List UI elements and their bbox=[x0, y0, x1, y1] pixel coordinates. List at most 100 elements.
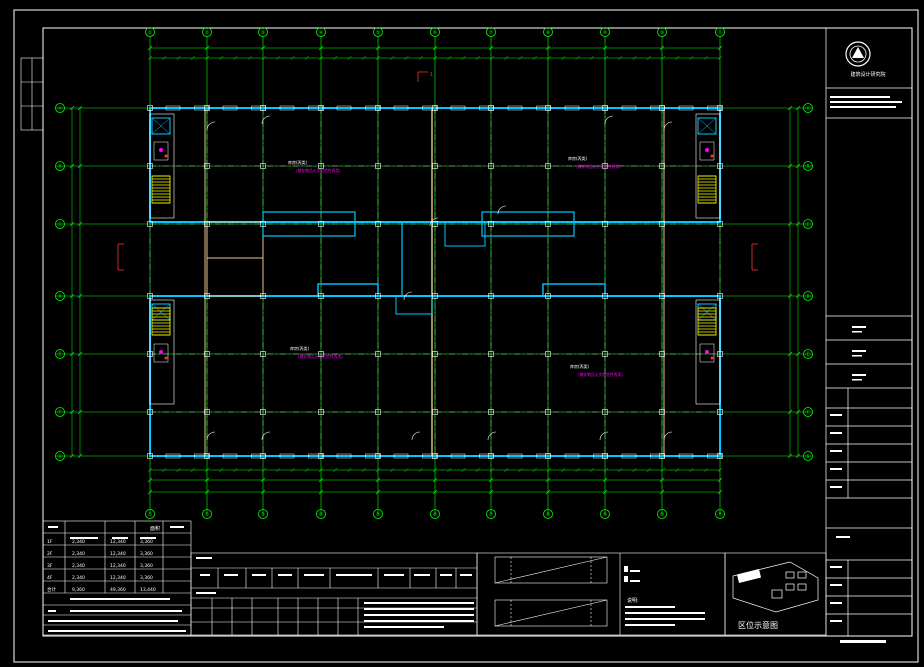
window bbox=[678, 105, 694, 111]
area-table-cell: 3F bbox=[47, 563, 53, 569]
axis-bubble bbox=[202, 27, 212, 37]
dimension-tick bbox=[504, 467, 509, 473]
structural-column bbox=[318, 453, 324, 459]
window bbox=[365, 453, 380, 459]
dimension-tick bbox=[418, 467, 423, 473]
window bbox=[536, 453, 551, 459]
area-table-cell: 2F bbox=[47, 551, 53, 557]
room-name: 库房(丙类) bbox=[570, 363, 590, 369]
section-legend-icons bbox=[624, 566, 628, 582]
window bbox=[678, 453, 694, 459]
window bbox=[393, 453, 409, 459]
window bbox=[251, 453, 266, 459]
dimension-tick bbox=[545, 45, 551, 51]
fire-hydrant-mark bbox=[710, 154, 714, 158]
dimension-tick bbox=[333, 55, 338, 61]
window bbox=[593, 105, 608, 111]
axis-bubble-label: ⑧ bbox=[546, 512, 551, 518]
structural-column bbox=[659, 293, 665, 299]
axis-bubble bbox=[373, 509, 383, 519]
dimension-tick bbox=[318, 489, 324, 495]
windows bbox=[165, 105, 722, 459]
dimension-tick bbox=[432, 489, 438, 495]
toilet-room bbox=[153, 141, 169, 161]
dimension-tick bbox=[787, 163, 793, 169]
dimension-tick bbox=[418, 55, 423, 61]
dimension-tick bbox=[787, 351, 793, 357]
axis-bubble-label: ③ bbox=[261, 30, 265, 36]
axis-bubble bbox=[55, 161, 65, 171]
window bbox=[336, 453, 352, 459]
axis-bubble bbox=[600, 509, 610, 519]
core-outline bbox=[695, 299, 721, 405]
axis-bubble-label: Ⓒ bbox=[57, 221, 62, 228]
dimension-tick bbox=[276, 467, 281, 473]
area-table-cell: 12,340 bbox=[110, 575, 126, 581]
axis-bubble bbox=[316, 27, 326, 37]
axis-bubble-label: ④ bbox=[319, 512, 324, 518]
area-table-cell: 2,340 bbox=[72, 539, 85, 545]
dimension-tick bbox=[204, 467, 210, 473]
axis-bubble bbox=[803, 291, 813, 301]
dimension-tick bbox=[603, 467, 609, 473]
stair-outline bbox=[697, 307, 717, 336]
structural-column bbox=[260, 221, 266, 227]
axis-bubble-label: ① bbox=[148, 512, 153, 518]
dimension-tick bbox=[162, 467, 167, 473]
window bbox=[707, 453, 722, 459]
structural-column bbox=[375, 163, 381, 169]
axis-bubble bbox=[316, 509, 326, 519]
toilet-fixture bbox=[705, 350, 709, 354]
structural-column bbox=[602, 221, 608, 227]
room-labels: 库房(丙类)(储存物品火灾危险性丙类)库房(丙类)(储存物品火灾危险性丙类)库房… bbox=[288, 155, 623, 377]
structural-column bbox=[375, 293, 381, 299]
window bbox=[450, 453, 466, 459]
dimension-tick bbox=[147, 55, 153, 61]
dimension-tick bbox=[204, 477, 210, 483]
structural-column bbox=[375, 409, 381, 415]
structural-column bbox=[318, 409, 324, 415]
axis-bubble bbox=[430, 509, 440, 519]
axis-bubble bbox=[803, 219, 813, 229]
dimension-tick bbox=[261, 467, 267, 473]
core-outline bbox=[149, 113, 175, 219]
axis-bubble bbox=[657, 509, 667, 519]
structural-column bbox=[717, 293, 723, 299]
window bbox=[507, 105, 523, 111]
stair bbox=[151, 307, 171, 336]
structural-column bbox=[375, 453, 381, 459]
door-swing bbox=[411, 431, 421, 441]
window bbox=[650, 105, 665, 111]
dimension-tick bbox=[632, 467, 637, 473]
dimension-tick bbox=[290, 55, 295, 61]
area-table-cell: 4F bbox=[47, 575, 53, 581]
structural-column bbox=[545, 163, 551, 169]
dimension-tick bbox=[675, 467, 680, 473]
axis-bubble-label: Ⓔ bbox=[57, 351, 62, 358]
structural-column bbox=[659, 409, 665, 415]
dimension-tick bbox=[461, 467, 466, 473]
dimension-tick bbox=[602, 45, 608, 51]
dimension-tick bbox=[795, 105, 801, 111]
dimension-tick bbox=[787, 293, 793, 299]
dimension-tick bbox=[602, 477, 608, 483]
area-table-cell: 12,340 bbox=[110, 539, 126, 545]
structural-column bbox=[260, 293, 266, 299]
dimension-tick bbox=[219, 467, 224, 473]
dimension-tick bbox=[795, 453, 801, 459]
axis-bubble bbox=[145, 27, 155, 37]
structural-column bbox=[147, 105, 153, 111]
axis-bubble-label: Ⓒ bbox=[805, 221, 810, 228]
window bbox=[422, 105, 437, 111]
dimension-tick bbox=[261, 55, 267, 61]
dimension-tick bbox=[77, 453, 83, 459]
axis-bubble-label: ⑥ bbox=[433, 512, 438, 518]
bottom-tables bbox=[42, 520, 827, 636]
dimension-tick bbox=[689, 467, 694, 473]
structural-column bbox=[717, 409, 723, 415]
dimension-tick bbox=[518, 55, 523, 61]
dimension-tick bbox=[561, 467, 566, 473]
structural-column bbox=[545, 351, 551, 357]
